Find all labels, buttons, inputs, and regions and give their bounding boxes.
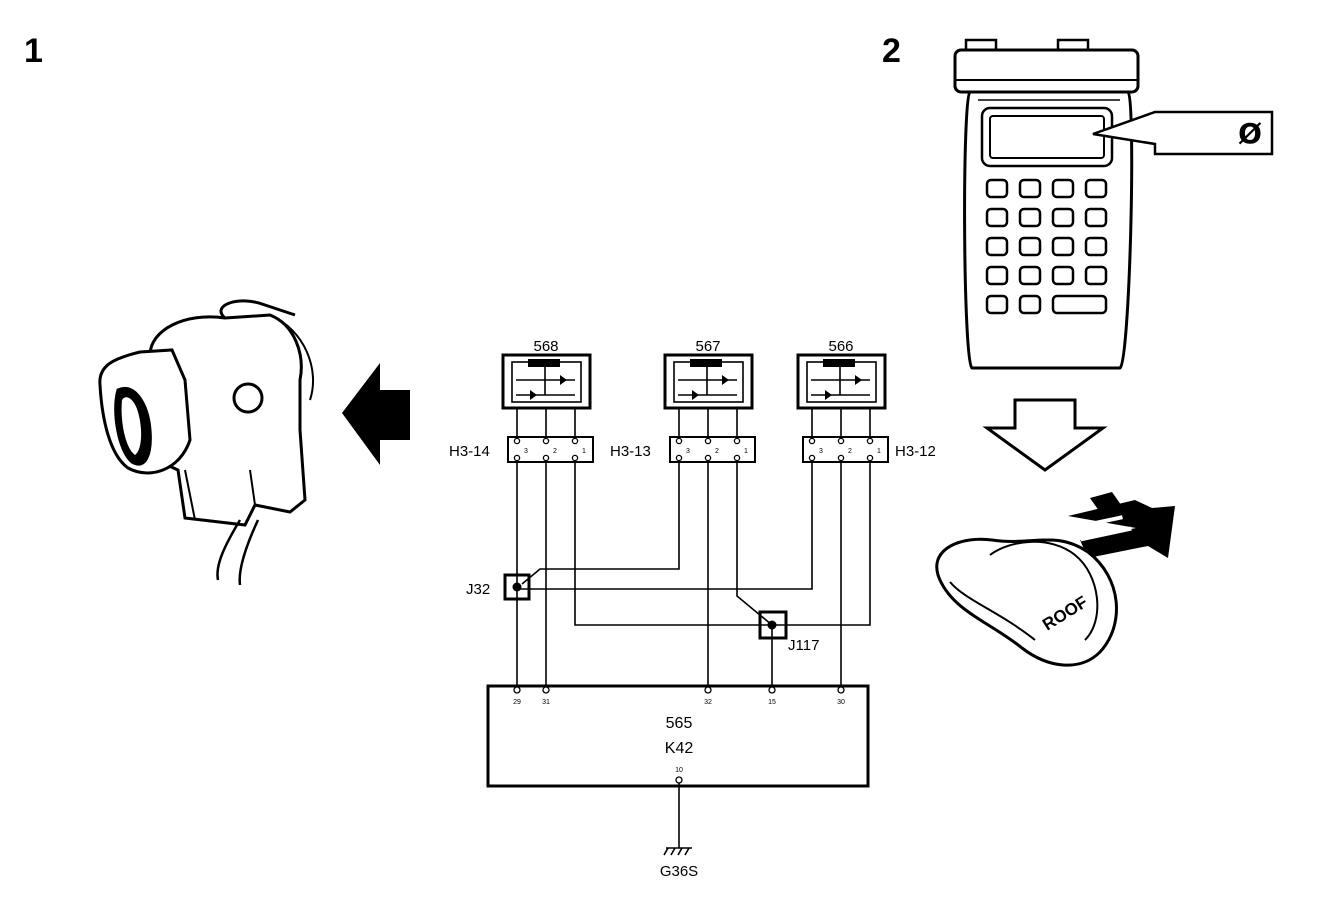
junction-j117-label: J117 [788, 637, 819, 654]
h3-12-pin-1: 1 [877, 448, 881, 455]
control-module-565: 29 31 32 15 30 10 565 K42 [486, 684, 870, 788]
connector-h3-12: 3 2 1 H3-12 [802, 436, 936, 463]
h3-13-pin-1: 1 [744, 448, 748, 455]
module-pin-10: 10 [675, 767, 683, 774]
h3-13-pin-2: 2 [715, 448, 719, 455]
arrow-left-icon [342, 363, 410, 465]
module-pin-32: 32 [704, 699, 712, 706]
h3-12-pin-2: 2 [848, 448, 852, 455]
relay-566-label: 566 [828, 338, 853, 355]
sensor-illustration [98, 299, 315, 586]
module-code: K42 [665, 740, 694, 757]
h3-14-pin-2: 2 [553, 448, 557, 455]
junction-j117: J117 [758, 610, 819, 654]
relay-567-label: 567 [695, 338, 720, 355]
step-2-label: 2 [882, 32, 901, 70]
junction-j32-label: J32 [466, 581, 490, 598]
h3-14-pin-3: 3 [524, 448, 528, 455]
arrow-down-icon [982, 398, 1108, 472]
junction-j32: J32 [466, 573, 531, 601]
module-number: 565 [666, 715, 693, 732]
relay-568-label: 568 [533, 338, 558, 355]
connector-h3-13-label: H3-13 [610, 443, 651, 460]
module-pin-30: 30 [837, 699, 845, 706]
module-pin-29: 29 [513, 699, 521, 706]
h3-13-pin-3: 3 [686, 448, 690, 455]
press-arrow-icon [1068, 492, 1175, 558]
ground-g36s: G36S [660, 783, 698, 880]
relay-566: 566 [796, 338, 887, 410]
ground-label: G36S [660, 863, 698, 880]
connector-h3-14: 3 2 1 H3-14 [449, 436, 594, 463]
display-symbol: Ø [1238, 117, 1262, 150]
step-1-label: 1 [24, 32, 43, 70]
h3-14-pin-1: 1 [582, 448, 586, 455]
relay-567: 567 [663, 338, 754, 410]
connector-h3-14-label: H3-14 [449, 443, 490, 460]
connector-h3-13: 3 2 1 H3-13 [610, 436, 756, 463]
diagnostic-tester [953, 38, 1274, 370]
remote-fob [935, 537, 1118, 667]
relay-568: 568 [501, 338, 592, 410]
module-pin-15: 15 [768, 699, 776, 706]
connector-h3-12-label: H3-12 [895, 443, 936, 460]
h3-12-pin-3: 3 [819, 448, 823, 455]
module-pin-31: 31 [542, 699, 550, 706]
wiring [516, 461, 871, 689]
